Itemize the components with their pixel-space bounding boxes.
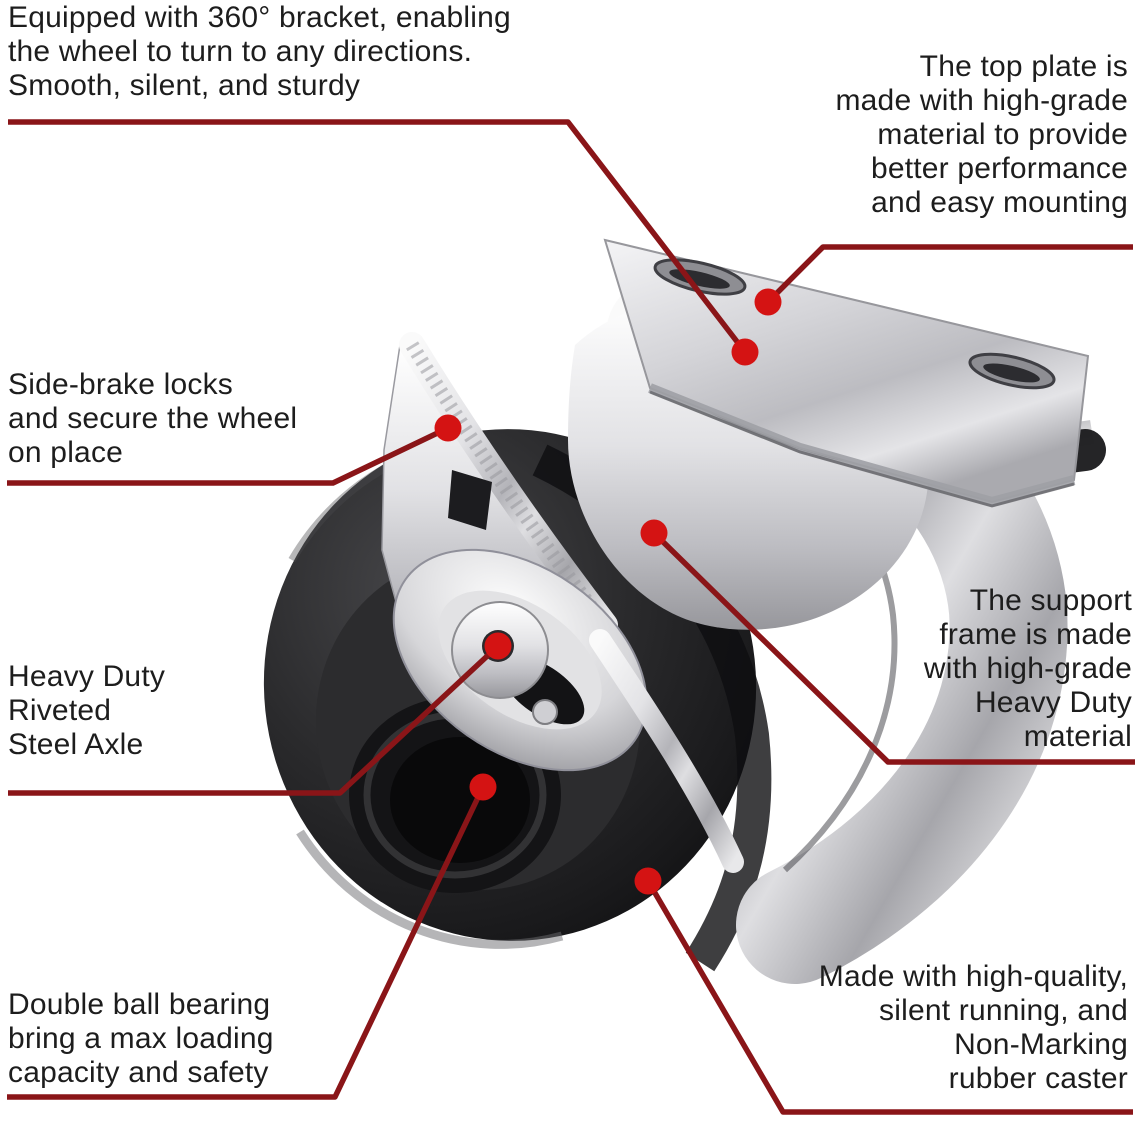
callout-line-axle [8,643,500,796]
brake-notch [448,470,492,530]
callout-dot-axle [484,632,512,660]
annotation-top-plate: The top plate is made with high-grade ma… [835,50,1128,219]
caster-axle-hub [392,548,744,873]
callout-dot-ball-bearing [469,773,497,801]
annotation-side-brake: Side-brake locks and secure the wheel on… [8,368,298,469]
callout-line-ball-bearing [7,785,486,1100]
callout-line-side-brake [7,425,450,486]
callout-dot-rubber [634,867,662,895]
callout-dot-top-plate [754,288,782,316]
callout-line-top-plate [766,244,1133,304]
callout-dot-side-brake [434,414,462,442]
callout-dot-bracket [731,338,759,366]
annotation-ball-bearing: Double ball bearing bring a max loading … [8,988,274,1089]
plate-mounting-hole [968,352,1056,390]
brake-lower-arm [589,629,744,873]
callout-line-rubber [645,879,1133,1115]
annotation-rubber: Made with high-quality, silent running, … [818,960,1128,1095]
annotation-support-frame: The support frame is made with high-grad… [923,584,1132,753]
annotation-bracket: Equipped with 360° bracket, enabling the… [8,1,511,102]
annotation-axle: Heavy Duty Riveted Steel Axle [8,660,166,761]
callout-line-support-frame [652,531,1135,765]
callout-dot-support-frame [640,519,668,547]
rivet [532,699,558,725]
callout-line-bracket [8,119,748,354]
